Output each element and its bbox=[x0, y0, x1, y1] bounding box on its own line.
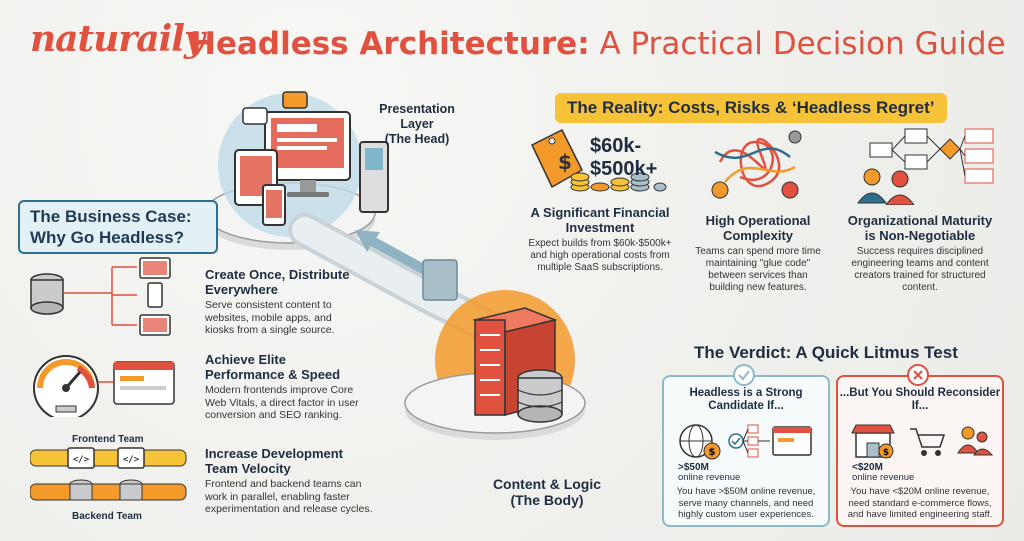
globe-revenue-icon: $ bbox=[679, 424, 812, 460]
svg-text:</>: </> bbox=[73, 455, 90, 465]
strong-revenue-value: >$50M bbox=[678, 462, 709, 473]
reality-complexity-title: High Operational Complexity bbox=[705, 213, 811, 243]
reality-financial-desc: Expect builds from $60k-$500k+ and high … bbox=[528, 238, 672, 273]
strong-revenue-label: online revenue bbox=[678, 472, 741, 483]
reality-heading: The Reality: Costs, Risks & ‘Headless Re… bbox=[555, 93, 947, 123]
check-icon bbox=[733, 364, 755, 386]
page-title: Headless Architecture: A Practical Decis… bbox=[190, 26, 1006, 62]
distribute-icon bbox=[30, 257, 171, 336]
reconsider-desc: You have <$20M online revenue, need stan… bbox=[847, 486, 993, 520]
svg-text:$: $ bbox=[558, 150, 572, 174]
svg-text:$: $ bbox=[883, 448, 889, 458]
strong-candidate-title: Headless is a Strong Candidate If... bbox=[689, 387, 803, 412]
feature-distribute: Create Once, Distribute Everywhere Serve… bbox=[205, 267, 355, 337]
reality-maturity-desc: Success requires disciplined engineering… bbox=[851, 246, 989, 293]
strong-candidate-desc: You have >$50M online revenue, serve man… bbox=[676, 486, 816, 520]
reconsider-title: ...But You Should Reconsider If... bbox=[839, 387, 1001, 412]
body-layer-label: Content & Logic (The Body) bbox=[482, 476, 612, 508]
brand-logo: naturaily bbox=[30, 18, 205, 60]
architecture-illustration bbox=[204, 91, 586, 440]
body-layer-line2: (The Body) bbox=[510, 492, 584, 508]
reconsider-revenue-value: <$20M bbox=[852, 462, 883, 473]
presentation-layer-line2: (The Head) bbox=[384, 132, 450, 146]
reconsider-card: ...But You Should Reconsider If... $ <$2… bbox=[836, 375, 1004, 527]
feature-velocity-title: Increase Development Team Velocity bbox=[205, 446, 344, 476]
title-bold: Headless Architecture: bbox=[190, 26, 590, 62]
reality-complexity-desc: Teams can spend more time maintaining "g… bbox=[695, 246, 821, 293]
verdict-heading: The Verdict: A Quick Litmus Test bbox=[694, 343, 958, 362]
close-icon bbox=[907, 364, 929, 386]
price-range: $60k- $500k+ bbox=[590, 135, 657, 181]
feature-performance: Achieve Elite Performance & Speed Modern… bbox=[205, 352, 365, 422]
reconsider-revenue: <$20M online revenue bbox=[852, 463, 914, 483]
reality-maturity: Organizational Maturity is Non-Negotiabl… bbox=[844, 213, 996, 294]
svg-text:</>: </> bbox=[123, 455, 140, 465]
speedometer-icon bbox=[33, 355, 175, 417]
feature-velocity-desc: Frontend and backend teams can work in p… bbox=[205, 478, 373, 515]
reality-maturity-title: Organizational Maturity is Non-Negotiabl… bbox=[847, 213, 993, 243]
reality-complexity: High Operational Complexity Teams can sp… bbox=[690, 213, 826, 294]
feature-distribute-desc: Serve consistent content to websites, mo… bbox=[205, 299, 335, 336]
presentation-layer-label: Presentation Layer (The Head) bbox=[362, 102, 472, 147]
price-tag-icon: $ bbox=[531, 128, 667, 192]
title-rest: A Practical Decision Guide bbox=[589, 26, 1006, 62]
body-layer-line1: Content & Logic bbox=[492, 476, 602, 492]
store-cart-team-icon: $ bbox=[851, 424, 994, 459]
business-case-heading: The Business Case: Why Go Headless? bbox=[18, 200, 218, 254]
reality-financial-title: A Significant Financial Investment bbox=[530, 205, 670, 235]
feature-velocity: Increase Development Team Velocity Front… bbox=[205, 446, 373, 516]
reality-financial: A Significant Financial Investment Expec… bbox=[520, 205, 680, 274]
feature-distribute-title: Create Once, Distribute Everywhere bbox=[205, 267, 350, 297]
presentation-layer-line1: Presentation Layer bbox=[379, 102, 455, 131]
frontend-team-label: Frontend Team bbox=[72, 434, 144, 445]
strong-candidate-card: Headless is a Strong Candidate If... $ >… bbox=[662, 375, 830, 527]
feature-performance-desc: Modern frontends improve Core Web Vitals… bbox=[205, 384, 359, 421]
price-line1: $60k- bbox=[590, 135, 642, 157]
business-case-line1: The Business Case: bbox=[30, 207, 192, 226]
reconsider-revenue-label: online revenue bbox=[852, 472, 915, 483]
tangled-wires-icon bbox=[711, 130, 802, 199]
team-velocity-icon: </> </> bbox=[30, 447, 187, 501]
price-line2: $500k+ bbox=[590, 158, 658, 180]
org-chart-icon bbox=[857, 128, 994, 205]
svg-text:$: $ bbox=[709, 447, 716, 458]
business-case-line2: Why Go Headless? bbox=[30, 228, 184, 247]
backend-team-label: Backend Team bbox=[72, 511, 142, 522]
feature-performance-title: Achieve Elite Performance & Speed bbox=[205, 352, 341, 382]
strong-revenue: >$50M online revenue bbox=[678, 463, 740, 483]
